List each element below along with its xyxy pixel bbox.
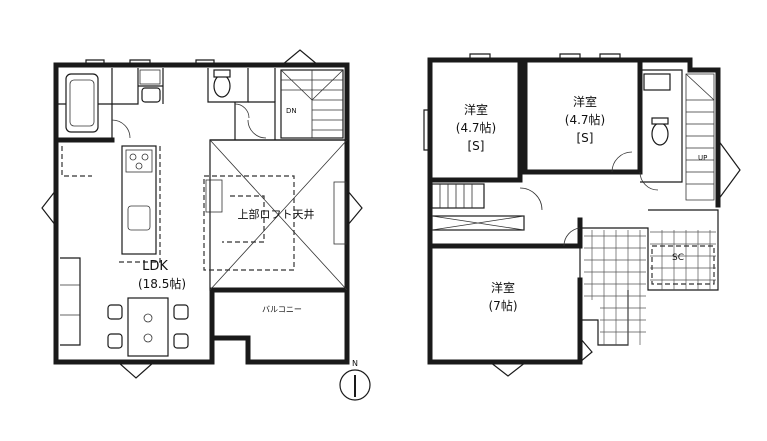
room2-size: (4.7帖) bbox=[565, 112, 605, 127]
toilet-1f bbox=[213, 74, 231, 98]
window-2f-right bbox=[717, 139, 741, 201]
room1-tag: [S] bbox=[468, 139, 485, 153]
room1-name: 洋室 bbox=[464, 102, 488, 117]
window-2f-left bbox=[423, 109, 430, 151]
room2-name: 洋室 bbox=[573, 94, 597, 109]
up-label: UP bbox=[698, 154, 707, 162]
kitchen-counter bbox=[121, 145, 157, 255]
dining-set bbox=[107, 297, 189, 357]
ldk-name: LDK bbox=[142, 259, 168, 274]
balcony-label: バルコニー bbox=[262, 305, 302, 314]
compass: N bbox=[339, 359, 371, 401]
toilet-2f bbox=[651, 122, 669, 146]
room3-name: 洋室 bbox=[491, 280, 515, 295]
dn-label: DN bbox=[286, 107, 297, 115]
bathtub bbox=[65, 73, 99, 133]
staircase-1f bbox=[280, 69, 344, 139]
room1-size: (4.7帖) bbox=[456, 120, 496, 135]
window-bottom bbox=[117, 361, 155, 379]
window-right bbox=[346, 189, 363, 227]
washbasin bbox=[141, 87, 161, 103]
compass-north-label: N bbox=[352, 359, 358, 368]
first-floor-plan: LDK (18.5帖) 上部ロフト天井 バルコニー DN bbox=[41, 49, 363, 379]
kitchen-sink bbox=[127, 205, 151, 231]
void-label: 上部ロフト天井 bbox=[238, 207, 315, 221]
room2-tag: [S] bbox=[577, 131, 594, 145]
window-top bbox=[281, 49, 319, 66]
void-area bbox=[203, 139, 348, 291]
stove bbox=[125, 149, 153, 173]
tiled-floor bbox=[584, 230, 716, 345]
window-2f-bottom bbox=[489, 361, 527, 377]
second-floor-plan: 洋室 (4.7帖) [S] 洋室 (4.7帖) [S] 洋室 (7帖) SC U… bbox=[423, 53, 741, 377]
room3-size: (7帖) bbox=[489, 298, 518, 313]
sc-label: SC bbox=[672, 253, 684, 263]
window-left bbox=[41, 189, 57, 227]
ldk-size: (18.5帖) bbox=[138, 276, 186, 291]
staircase-2f bbox=[685, 73, 715, 201]
